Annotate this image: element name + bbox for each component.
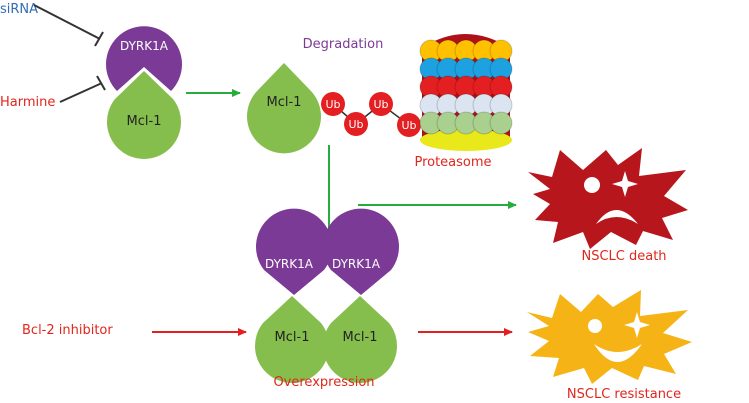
ubiquitin-3-label: Ub	[373, 98, 388, 111]
mcl1-shape	[107, 71, 181, 159]
dyrk1a-mcl1-complex: DYRK1A Mcl-1	[106, 26, 182, 159]
overexpressed-complex: DYRK1A DYRK1A Mcl-1 Mcl-1	[255, 208, 399, 383]
mcl1-right-shape	[323, 296, 397, 383]
proteasome-subunit	[489, 111, 513, 135]
death-burst-shape	[528, 148, 688, 249]
ubiquitin-4	[397, 113, 421, 137]
resistance-face-eye	[588, 319, 602, 333]
harmine-label: Harmine	[0, 95, 55, 110]
ubiquitin-3	[369, 92, 393, 116]
resistance-face-sparkle-eye	[624, 312, 650, 338]
dyrk1a-left-label: DYRK1A	[265, 257, 314, 271]
sad-face-icon	[596, 210, 638, 224]
ubiquitin-1	[321, 92, 345, 116]
dyrk1a-right-shape	[322, 208, 399, 295]
sirna-inhibition-line	[33, 4, 101, 40]
ubiquitin-2	[344, 112, 368, 136]
death-face-sparkle-eye	[612, 171, 638, 197]
degradation-label: Degradation	[303, 37, 384, 52]
nsclc-death-label: NSCLC death	[581, 249, 666, 264]
mcl1-degradation-shape	[247, 63, 322, 154]
dyrk1a-shape	[106, 26, 182, 92]
dyrk1a-label: DYRK1A	[120, 39, 169, 53]
nsclc-death-icon	[528, 148, 688, 249]
harmine-inhibition-line	[59, 82, 103, 103]
mcl1-degradation-label: Mcl-1	[267, 95, 302, 110]
mcl1-left-shape	[255, 296, 330, 383]
bcl2-inhibitor-label: Bcl-2 inhibitor	[22, 323, 113, 338]
ubiquitin-2-label: Ub	[348, 118, 363, 131]
resistance-burst-shape	[527, 290, 692, 384]
ubiquitin-4-label: Ub	[401, 119, 416, 132]
dyrk1a-left-shape	[256, 208, 332, 295]
dyrk1a-right-label: DYRK1A	[332, 257, 381, 271]
nsclc-resistance-icon	[527, 290, 692, 384]
sirna-inhibition-bar	[94, 31, 104, 47]
sirna-label: siRNA	[0, 2, 38, 17]
overexpression-label: Overexpression	[273, 375, 374, 390]
harmine-inhibition-bar	[96, 75, 106, 91]
nsclc-resistance-label: NSCLC resistance	[567, 387, 681, 402]
proteasome-icon	[419, 34, 513, 151]
ubiquitin-chain: Ub Ub Ub Ub	[321, 92, 421, 137]
mcl1-right-label: Mcl-1	[343, 330, 378, 345]
mcl1-left-label: Mcl-1	[275, 330, 310, 345]
proteasome-base	[420, 129, 512, 151]
proteasome-label: Proteasome	[414, 155, 491, 170]
ubiquitin-1-label: Ub	[325, 98, 340, 111]
happy-face-icon	[594, 344, 642, 362]
mcl1-label: Mcl-1	[127, 114, 162, 129]
death-face-eye	[584, 177, 600, 193]
ubiquitin-links	[332, 103, 410, 126]
